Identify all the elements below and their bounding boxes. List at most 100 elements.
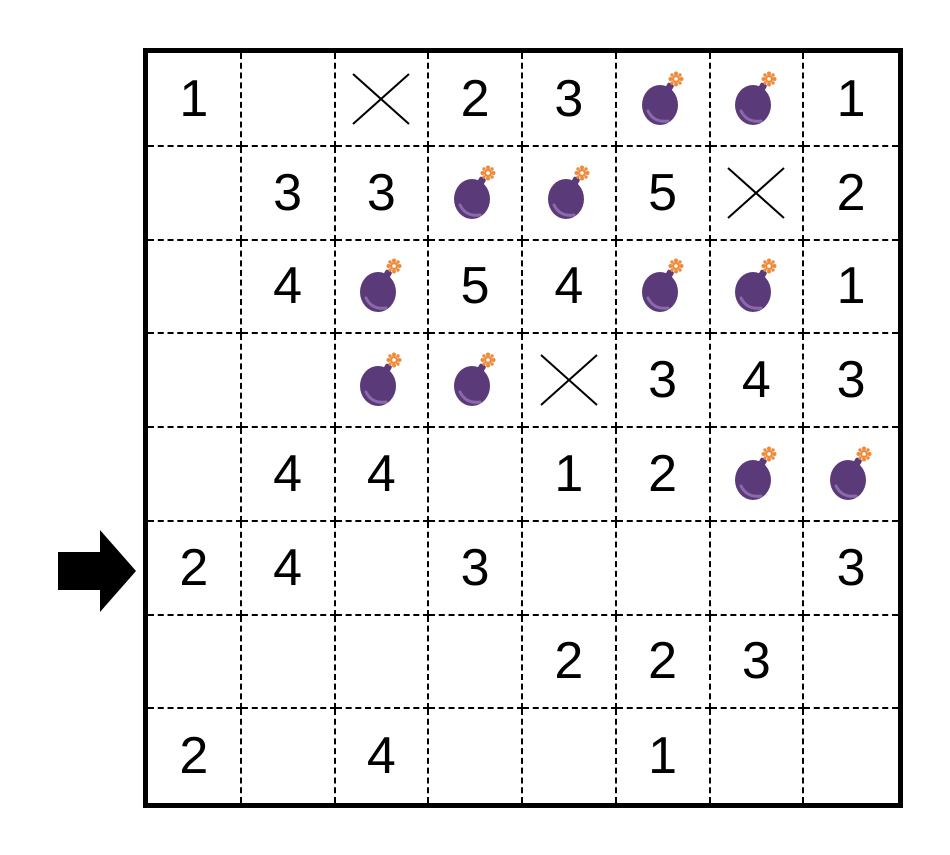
grid-cell[interactable]: 3: [710, 615, 805, 710]
grid-cell[interactable]: 3: [429, 521, 523, 616]
cell-number: 5: [648, 163, 678, 222]
grid-cell[interactable]: [710, 146, 805, 241]
grid-cell[interactable]: 5: [616, 146, 711, 241]
grid-cell[interactable]: 3: [804, 522, 898, 616]
grid-cell[interactable]: [429, 428, 523, 522]
cell-number: 3: [648, 351, 678, 410]
grid-cell[interactable]: 1: [804, 241, 898, 335]
cell-number: 1: [836, 69, 866, 128]
grid-cell[interactable]: [710, 521, 805, 616]
cell-number: 4: [366, 727, 396, 786]
grid-cell[interactable]: 4: [523, 240, 617, 335]
grid-cell[interactable]: [711, 709, 805, 803]
grid-cell[interactable]: [523, 334, 617, 428]
bomb-icon: [360, 258, 402, 313]
grid-cell[interactable]: 3: [804, 334, 898, 428]
grid-cell[interactable]: [148, 146, 242, 241]
bomb-icon: [735, 446, 777, 500]
grid-cell[interactable]: [616, 53, 711, 147]
cell-number: 4: [273, 538, 303, 597]
cell-number: 2: [648, 444, 678, 503]
grid-cell[interactable]: [335, 521, 430, 616]
grid-cell[interactable]: [148, 615, 242, 710]
grid-cell[interactable]: [429, 334, 523, 428]
cell-number: 3: [460, 538, 490, 597]
grid-cell[interactable]: 3: [616, 334, 711, 428]
grid-cell[interactable]: [616, 521, 711, 616]
grid-cell[interactable]: [335, 334, 430, 428]
grid-cell[interactable]: [148, 428, 242, 522]
cell-number: 2: [554, 632, 584, 691]
grid-cell[interactable]: 3: [241, 146, 336, 241]
bomb-icon: [735, 71, 777, 125]
grid-cell[interactable]: [616, 240, 711, 335]
grid-cell[interactable]: 2: [523, 615, 617, 710]
grid-cell[interactable]: 1: [148, 53, 242, 147]
cell-number: 5: [460, 257, 490, 316]
grid-cell[interactable]: 2: [616, 428, 711, 522]
grid-cell[interactable]: 4: [241, 428, 336, 522]
cell-number: 1: [648, 727, 678, 786]
grid-cell[interactable]: [148, 334, 242, 428]
grid-cell[interactable]: [429, 709, 523, 803]
bomb-icon: [454, 165, 496, 219]
bomb-icon: [641, 71, 684, 125]
grid-cell[interactable]: 4: [241, 521, 336, 616]
grid-cell[interactable]: [335, 615, 430, 710]
grid-cell[interactable]: 4: [710, 334, 805, 428]
grid-cell[interactable]: [804, 709, 898, 803]
cell-number: 1: [836, 257, 866, 316]
cell-number: 1: [554, 444, 584, 503]
grid-cell[interactable]: [241, 615, 336, 710]
cross-mark-icon: [540, 354, 598, 406]
grid-cell[interactable]: 2: [148, 521, 242, 616]
grid-cell[interactable]: 2: [804, 147, 898, 241]
bomb-icon: [641, 258, 684, 313]
grid-cell[interactable]: [804, 616, 898, 710]
cell-number: 2: [460, 69, 490, 128]
cell-number: 2: [179, 538, 209, 597]
grid-cell[interactable]: 2: [148, 709, 242, 803]
grid-cell[interactable]: 3: [523, 53, 617, 147]
grid-cell[interactable]: 2: [616, 615, 711, 710]
grid-cell[interactable]: 1: [804, 53, 898, 147]
grid-cell[interactable]: 4: [335, 428, 430, 522]
cell-number: 1: [179, 69, 209, 128]
grid-cell[interactable]: [335, 53, 430, 147]
grid-cell[interactable]: 5: [429, 240, 523, 335]
grid-cell[interactable]: 3: [335, 146, 430, 241]
grid-cell[interactable]: 1: [617, 709, 711, 803]
cell-number: 4: [273, 257, 303, 316]
grid-cell[interactable]: 4: [336, 709, 430, 803]
grid-cell[interactable]: [242, 709, 336, 803]
grid-cell[interactable]: [523, 146, 617, 241]
grid-cell[interactable]: [335, 240, 430, 335]
cell-number: 2: [648, 632, 678, 691]
grid-cell[interactable]: [523, 709, 617, 803]
cross-mark-icon: [727, 166, 786, 219]
cell-number: 2: [179, 727, 209, 786]
cell-number: 3: [366, 163, 396, 222]
grid-cell[interactable]: [429, 146, 523, 241]
grid-cell[interactable]: 2: [429, 53, 523, 147]
cell-number: 4: [273, 444, 303, 503]
bomb-icon: [830, 446, 872, 500]
grid-cell[interactable]: [710, 53, 805, 147]
grid-cell[interactable]: [148, 240, 242, 335]
cell-number: 3: [273, 163, 303, 222]
grid-cell[interactable]: [804, 428, 898, 522]
grid-cell[interactable]: [710, 240, 805, 335]
grid-cell[interactable]: [429, 615, 523, 710]
grid-cell[interactable]: 1: [523, 428, 617, 522]
cell-number: 4: [741, 351, 771, 410]
grid-cell[interactable]: [523, 521, 617, 616]
bomb-icon: [547, 165, 590, 219]
grid-cell[interactable]: [241, 334, 336, 428]
grid-cell[interactable]: [710, 428, 805, 522]
cell-number: 3: [554, 69, 584, 128]
grid-cell[interactable]: [241, 53, 336, 147]
cell-number: 3: [741, 632, 771, 691]
bomb-icon: [735, 258, 777, 313]
grid-cell[interactable]: 4: [241, 240, 336, 335]
